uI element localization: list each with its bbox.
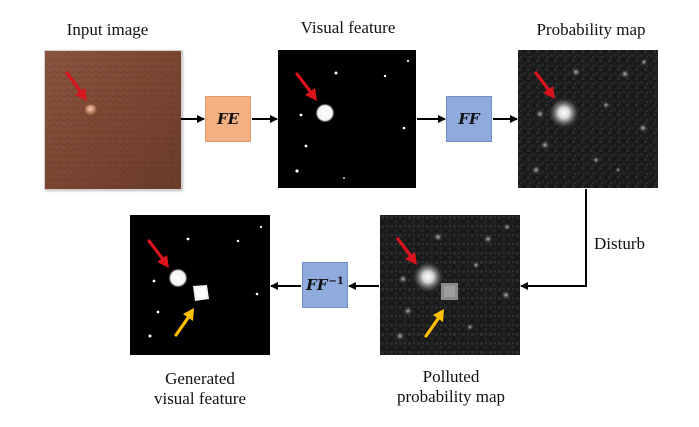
red-arrow-icon bbox=[147, 239, 169, 268]
red-arrow-icon bbox=[295, 72, 317, 101]
input-image-panel bbox=[44, 50, 182, 190]
red-arrow-icon bbox=[65, 71, 87, 101]
generated-visual-feature-panel bbox=[130, 215, 270, 355]
ff-inverse-label: FF−1 bbox=[306, 276, 344, 294]
ff-operator-box: FF bbox=[446, 96, 492, 142]
disturb-label: Disturb bbox=[594, 234, 645, 253]
fe-operator-box: FE bbox=[205, 96, 251, 142]
ff-label: FF bbox=[458, 110, 480, 128]
red-arrow-icon bbox=[534, 71, 555, 99]
probability-peak bbox=[548, 97, 580, 129]
red-arrow-icon bbox=[396, 237, 417, 265]
defect-spot bbox=[85, 104, 97, 116]
fe-label: FE bbox=[216, 110, 240, 128]
polluted-probability-map-panel bbox=[380, 215, 520, 355]
polluted-probability-map-caption: Polluted probability map bbox=[396, 367, 506, 406]
feature-blob bbox=[168, 268, 188, 288]
ff-inverse-operator-box: FF−1 bbox=[302, 262, 348, 308]
generated-visual-feature-caption: Generated visual feature bbox=[153, 369, 247, 408]
input-image-caption: Input image bbox=[66, 20, 149, 39]
yellow-arrow-icon bbox=[424, 309, 444, 338]
visual-feature-panel bbox=[278, 50, 416, 188]
feature-blob bbox=[315, 103, 335, 123]
arrow-disturb bbox=[520, 189, 587, 290]
visual-feature-caption: Visual feature bbox=[300, 18, 396, 37]
probability-map-panel bbox=[518, 50, 658, 188]
probability-peak bbox=[412, 261, 444, 293]
probability-map-caption: Probability map bbox=[536, 20, 646, 39]
yellow-arrow-icon bbox=[174, 308, 194, 337]
